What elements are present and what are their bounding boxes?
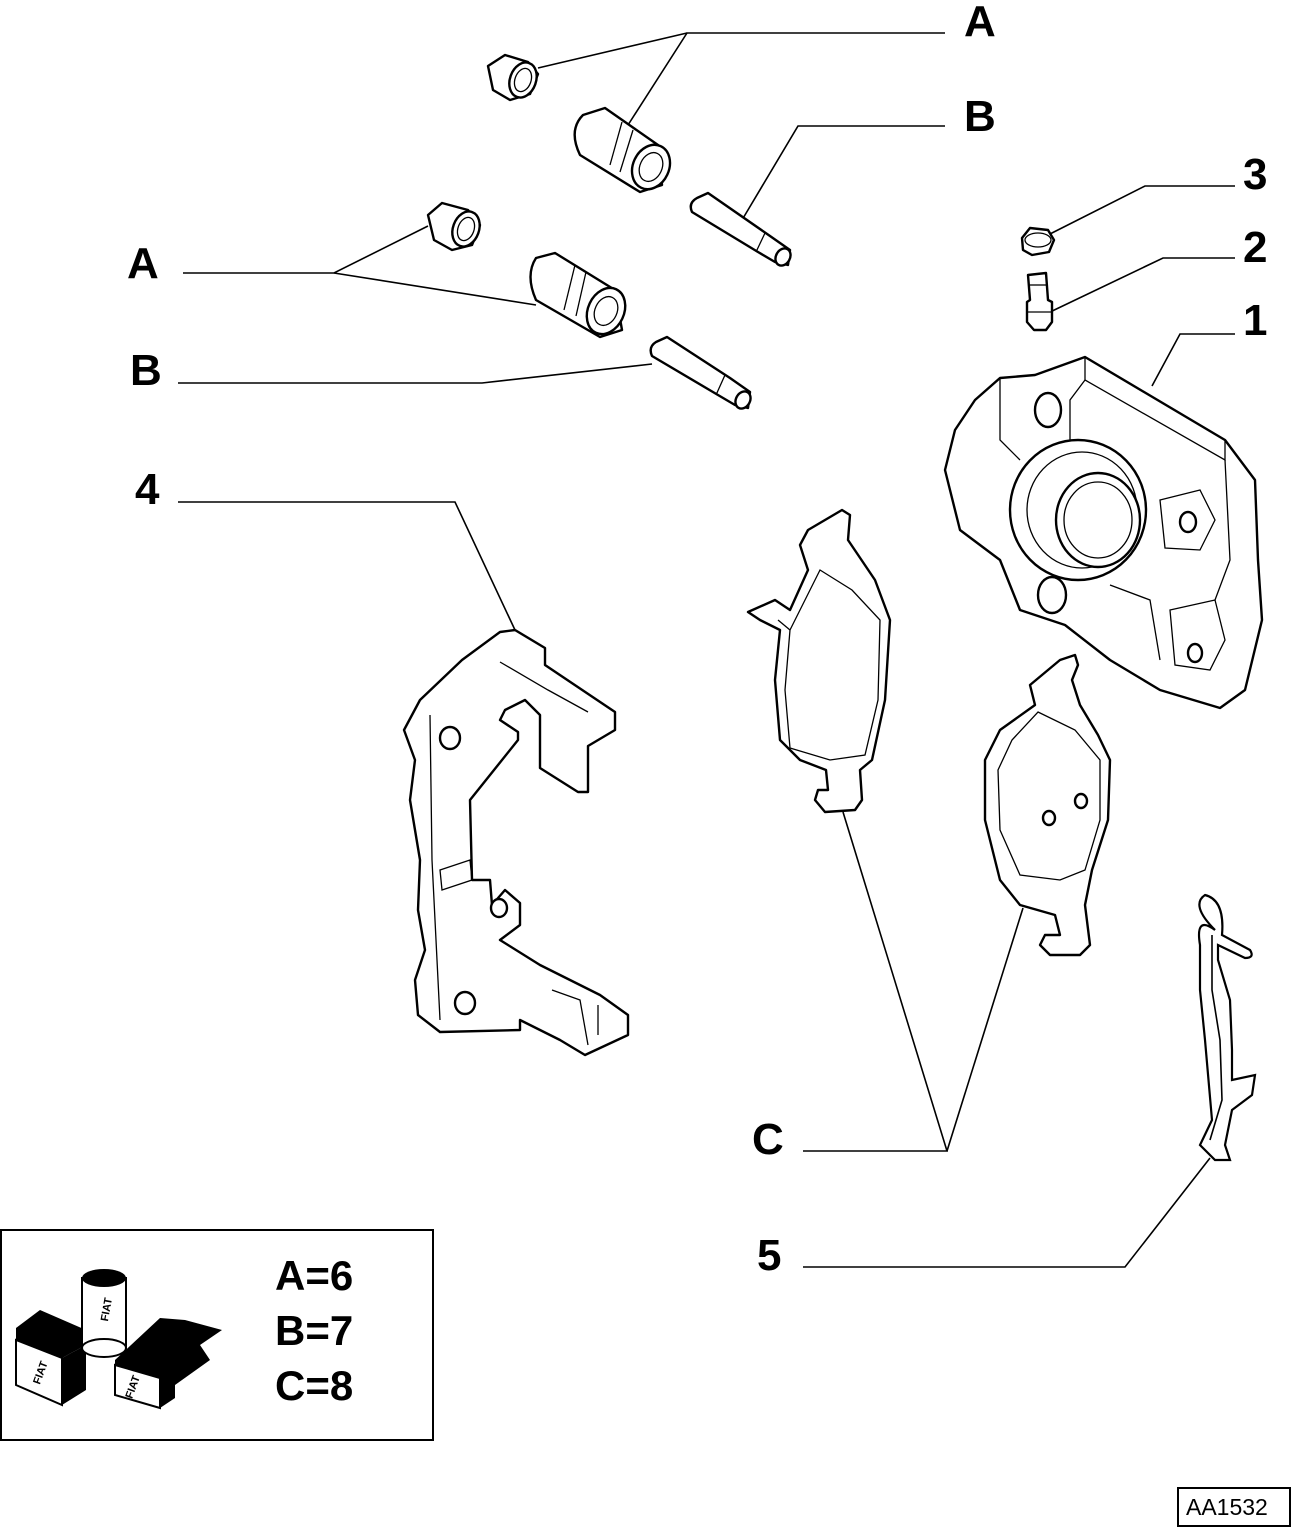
fiat-logo-cylinder: FIAT: [99, 1297, 115, 1323]
callout-A-left: A: [127, 239, 159, 288]
guide-bushing-A-top: [573, 106, 672, 194]
brake-pad-lower: [983, 653, 1112, 957]
callout-B-top: B: [964, 92, 996, 141]
caliper-bracket: [402, 628, 630, 1057]
brake-pad-upper: [746, 508, 892, 814]
callout-B-left: B: [130, 346, 162, 395]
callout-5: 5: [757, 1231, 781, 1280]
kit-line-C: C=8: [275, 1362, 353, 1409]
guide-bushing-A-left: [529, 251, 627, 339]
callout-1: 1: [1243, 296, 1267, 345]
leader-lines: [178, 32, 1235, 1268]
bleed-screw: [1025, 271, 1054, 332]
kit-line-B: B=7: [275, 1307, 353, 1354]
retaining-spring: [1197, 893, 1257, 1162]
kit-line-A: A=6: [275, 1252, 353, 1299]
fiat-parts-box-icon: FIAT FIAT FIAT: [15, 1269, 222, 1410]
caliper-body: [943, 355, 1264, 710]
callout-3: 3: [1243, 150, 1267, 199]
bleed-screw-cap: [1020, 226, 1056, 257]
callout-C: C: [752, 1115, 784, 1164]
callout-labels: A B 3 2 1 A B 4 C 5: [127, 0, 1267, 1280]
callout-A-top: A: [964, 0, 996, 46]
guide-pin-B-top: [689, 191, 792, 267]
kit-legend: FIAT FIAT FIAT A=6 B=7 C=8: [0, 1229, 434, 1441]
reference-code: AA1532: [1186, 1494, 1268, 1520]
reference-code-box: AA1532: [1177, 1487, 1291, 1527]
callout-2: 2: [1243, 223, 1267, 272]
callout-4: 4: [135, 465, 160, 514]
dust-cap-A-left: [426, 201, 482, 252]
dust-cap-A-top: [486, 53, 540, 102]
guide-pin-B-left: [649, 335, 752, 410]
